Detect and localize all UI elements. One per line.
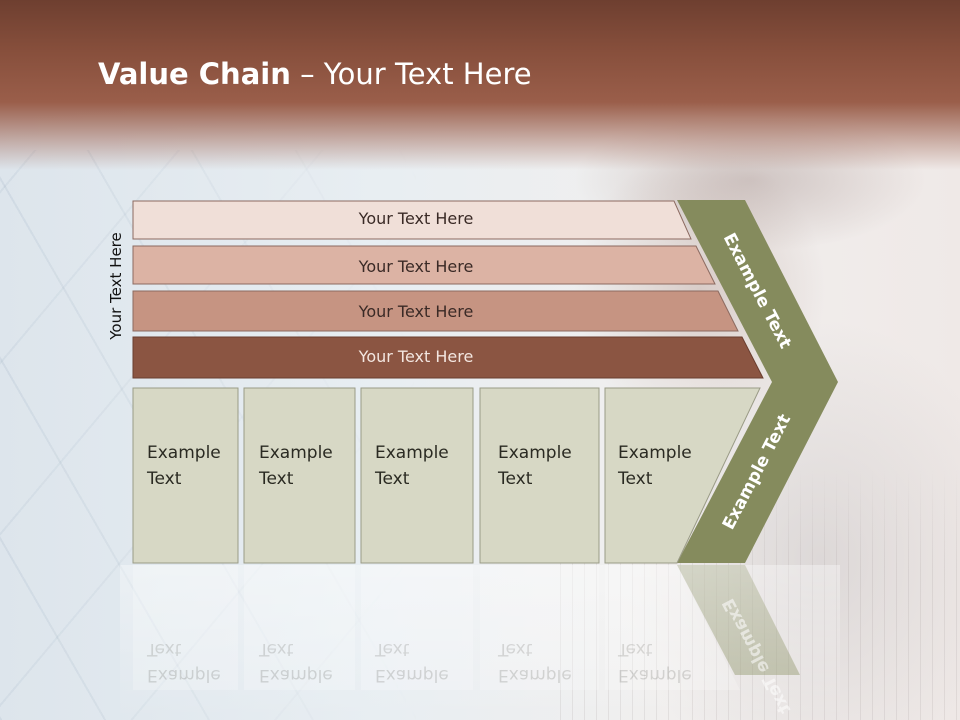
slide-title[interactable]: Value Chain – Your Text Here bbox=[98, 54, 532, 94]
chevron-upper-arm[interactable] bbox=[677, 200, 838, 382]
title-rest: – Your Text Here bbox=[290, 57, 532, 91]
bar-2-label: Your Text Here bbox=[358, 257, 474, 276]
bar-group: Your Text Here Your Text Here Your Text … bbox=[132, 200, 764, 379]
box-5[interactable] bbox=[604, 387, 761, 564]
box-1-line2: Text bbox=[146, 469, 182, 489]
bar-4[interactable] bbox=[132, 336, 764, 379]
bar-3[interactable] bbox=[132, 290, 739, 332]
box-2[interactable] bbox=[243, 387, 356, 564]
bar-1-label: Your Text Here bbox=[358, 209, 474, 228]
header-band bbox=[0, 0, 960, 170]
box-4-line2: Text bbox=[497, 469, 533, 489]
box-group: Example Text Example Text Example Text E… bbox=[132, 387, 761, 564]
box-5-line1: Example bbox=[618, 443, 692, 463]
box-5-line2: Text bbox=[617, 469, 653, 489]
box-1-line1: Example bbox=[147, 443, 221, 463]
reflection: Example Text Example Text Example Text E… bbox=[120, 565, 840, 720]
bar-2[interactable] bbox=[132, 245, 716, 285]
box-2-line2: Text bbox=[258, 469, 294, 489]
box-3[interactable] bbox=[360, 387, 474, 564]
box-4[interactable] bbox=[479, 387, 600, 564]
chevron-lower-arm[interactable] bbox=[677, 382, 838, 563]
box-3-line1: Example bbox=[375, 443, 449, 463]
box-1[interactable] bbox=[132, 387, 239, 564]
box-4-line1: Example bbox=[498, 443, 572, 463]
title-bold: Value Chain bbox=[98, 57, 291, 91]
bar-3-label: Your Text Here bbox=[358, 302, 474, 321]
bar-4-label: Your Text Here bbox=[358, 347, 474, 366]
box-2-line1: Example bbox=[259, 443, 333, 463]
reflection-fade bbox=[120, 565, 840, 720]
chevron: Example Text Example Text bbox=[677, 200, 838, 563]
bar-1[interactable] bbox=[132, 200, 692, 240]
box-3-line2: Text bbox=[374, 469, 410, 489]
